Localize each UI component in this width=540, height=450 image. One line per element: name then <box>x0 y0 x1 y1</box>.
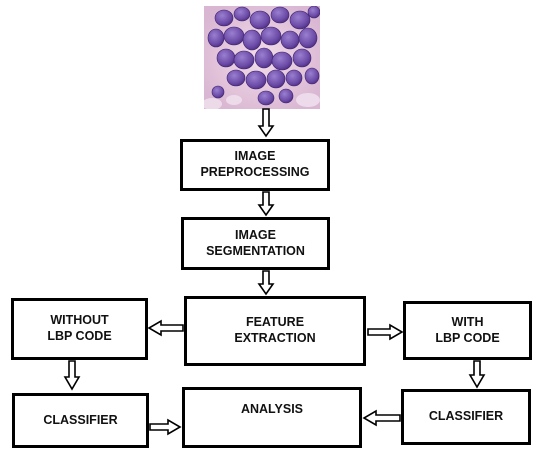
classifier-right-box: CLASSIFIER <box>401 389 531 445</box>
arrow-preprocessing-to-segmentation <box>257 191 275 217</box>
analysis-box: ANALYSIS <box>182 387 362 448</box>
classifier-right-label: CLASSIFIER <box>428 409 504 424</box>
analysis-label: ANALYSIS <box>240 402 304 416</box>
blood-smear-image <box>204 6 320 109</box>
image-segmentation-box: IMAGE SEGMENTATION <box>181 217 330 270</box>
arrow-without-lbp-to-classifier <box>63 360 81 391</box>
without-lbp-code-box: WITHOUT LBP CODE <box>11 298 148 360</box>
without-lbp-code-label: WITHOUT LBP CODE <box>47 313 112 343</box>
arrow-classifier-left-to-analysis <box>149 418 182 436</box>
with-lbp-code-label: WITH LBP CODE <box>435 314 500 345</box>
arrow-classifier-right-to-analysis <box>362 409 401 427</box>
classifier-left-box: CLASSIFIER <box>12 393 149 448</box>
arrow-with-lbp-to-classifier <box>468 360 486 389</box>
classifier-left-label: CLASSIFIER <box>43 412 118 427</box>
feature-extraction-box: FEATURE EXTRACTION <box>184 296 366 366</box>
with-lbp-code-box: WITH LBP CODE <box>403 301 532 360</box>
arrow-feature-to-with-lbp <box>367 323 404 341</box>
image-segmentation-label: IMAGE SEGMENTATION <box>206 227 305 258</box>
feature-extraction-label: FEATURE EXTRACTION <box>234 315 316 345</box>
arrow-segmentation-to-feature <box>257 270 275 296</box>
arrow-image-to-preprocessing <box>257 108 275 138</box>
image-preprocessing-box: IMAGE PREPROCESSING <box>180 139 330 191</box>
arrow-feature-to-without-lbp <box>147 319 184 337</box>
image-preprocessing-label: IMAGE PREPROCESSING <box>200 149 310 179</box>
